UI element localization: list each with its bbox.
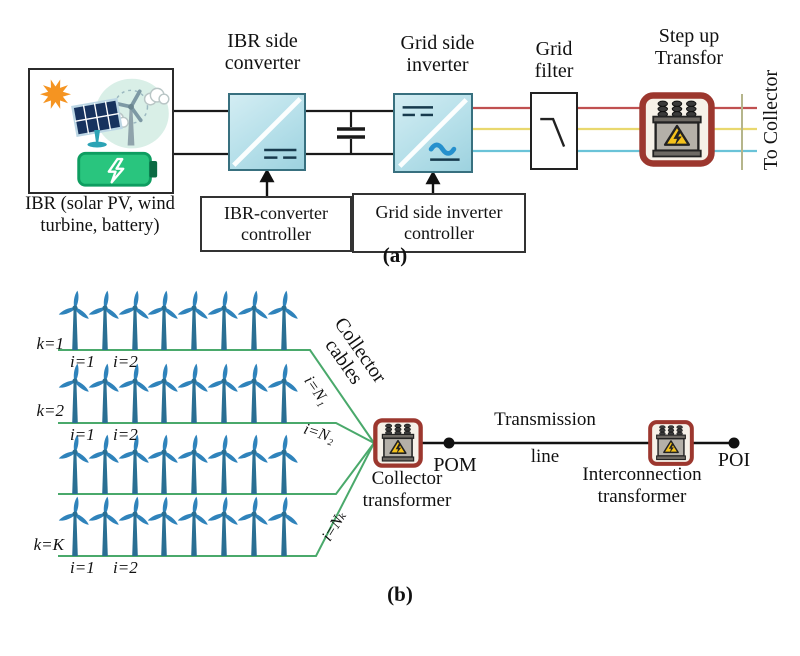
- collector-cable: [58, 442, 375, 557]
- ibr-source-icons: [40, 78, 170, 187]
- dc-symbol: [264, 148, 297, 159]
- panel-b-caption: (b): [387, 582, 413, 606]
- ibr-side-converter-box: [228, 93, 306, 171]
- ibr-converter-controller-box: IBR-converter controller: [200, 196, 352, 252]
- dc-wires: [174, 109, 393, 156]
- grid-filter-box: [530, 92, 578, 170]
- step-up-title-line1: Step up: [658, 25, 720, 47]
- to-collector-label: To Collector: [760, 69, 782, 171]
- interconnection-transformer-line2: transformer: [597, 486, 687, 507]
- ibr-source-label-line1: IBR (solar PV, wind: [25, 194, 175, 214]
- step-up-title: Step up Transfor: [625, 25, 753, 69]
- collector-transformer-icon: [373, 418, 423, 468]
- inverter-title-line1: Grid side: [400, 32, 475, 54]
- inverter-title: Grid side inverter: [375, 32, 500, 76]
- step-up-title-line2: Transfor: [654, 47, 724, 69]
- pom-node: [443, 437, 455, 449]
- grid-side-inverter-controller-line1: Grid side inverter: [375, 202, 503, 222]
- collector-transformer-line1: Collector: [371, 468, 443, 489]
- transmission-label-line1: Transmission: [494, 409, 596, 430]
- ibr-source-label: IBR (solar PV, wind turbine, battery): [8, 194, 192, 237]
- controller-arrows: [259, 168, 441, 196]
- collector-cable: [58, 422, 375, 444]
- interconnection-transformer-line1: Interconnection: [582, 464, 702, 485]
- collector-transformer-line2: transformer: [362, 490, 452, 511]
- collector-cables: [58, 349, 375, 557]
- dc-symbol: [402, 106, 433, 117]
- poi-label: POI: [717, 449, 751, 471]
- filter-symbol: [540, 117, 566, 148]
- converter-title-line2: converter: [224, 52, 301, 74]
- grid-side-inverter-controller-box: Grid side inverter controller: [352, 193, 526, 253]
- poi-node: [728, 437, 740, 449]
- capacitor-symbol: [337, 111, 365, 154]
- solar-panel-stand: [87, 130, 107, 148]
- converter-title-line1: IBR side: [227, 30, 298, 52]
- panel-a-caption: (a): [382, 243, 408, 267]
- solar-panel-icon: [71, 97, 123, 138]
- battery-icon: [77, 151, 158, 187]
- filter-title-line1: Grid: [535, 38, 573, 60]
- ac-symbol: [428, 142, 460, 161]
- ibr-source-box: [28, 68, 174, 194]
- inverter-diagonal: [398, 98, 468, 168]
- interconnection-transformer-label: Interconnection transformer: [552, 464, 732, 508]
- collector-cable: [58, 349, 375, 444]
- grid-side-inverter-box: [393, 93, 473, 173]
- step-up-transformer-icon: [639, 92, 715, 167]
- interconnection-transformer-icon: [648, 420, 694, 466]
- grid-side-inverter-controller-line2: controller: [404, 223, 474, 243]
- converter-diagonal: [232, 97, 302, 167]
- pom-label: POM: [433, 454, 477, 476]
- filter-title: Grid filter: [523, 38, 585, 82]
- ibr-converter-controller-line2: controller: [241, 224, 311, 244]
- filter-title-line2: filter: [534, 60, 574, 82]
- ibr-source-label-line2: turbine, battery): [40, 215, 160, 236]
- inverter-title-line2: inverter: [406, 54, 469, 76]
- sun-icon: [40, 79, 71, 109]
- ibr-converter-controller-line1: IBR-converter: [224, 203, 328, 223]
- transmission-label-line2: line: [530, 446, 560, 467]
- collector-transformer-label: Collector transformer: [337, 468, 477, 512]
- collector-cable: [58, 442, 375, 495]
- converter-title: IBR side converter: [195, 30, 330, 74]
